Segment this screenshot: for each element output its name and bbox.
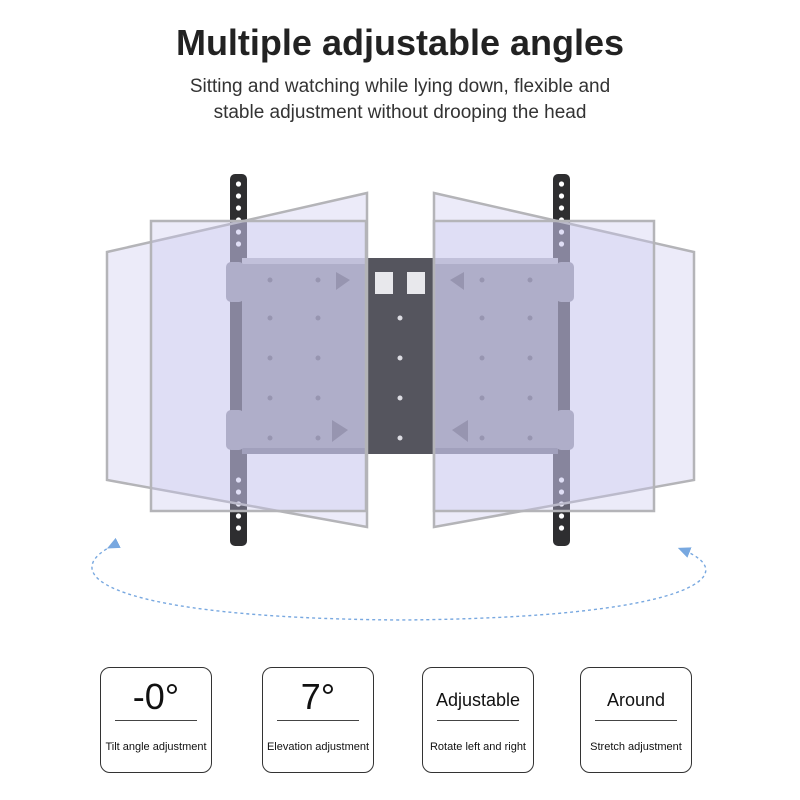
elevation-caption: Elevation adjustment — [266, 741, 370, 753]
rotate-value: Adjustable — [435, 690, 521, 710]
card-divider — [595, 720, 677, 721]
tv-mount-illustration — [91, 174, 707, 621]
feature-card-stretch: Around Stretch adjustment — [580, 667, 692, 773]
stretch-value: Around — [606, 690, 666, 710]
card-divider — [277, 720, 359, 721]
elevation-value: 7° — [300, 676, 336, 717]
tv-panel-right-flat — [432, 219, 656, 513]
tv-panel-left-flat — [149, 219, 368, 513]
tilt-value: -0° — [132, 676, 180, 717]
card-divider — [115, 720, 197, 721]
card-divider — [437, 720, 519, 721]
subtitle-line-2: stable adjustment without drooping the h… — [213, 102, 587, 123]
stretch-caption: Stretch adjustment — [590, 741, 682, 753]
mount-plate-icon — [226, 258, 574, 454]
tv-panel-left-angled — [105, 191, 369, 529]
feature-card-rotate: Adjustable Rotate left and right — [422, 667, 534, 773]
rotation-arc-icon — [91, 537, 707, 621]
tilt-caption: Tilt angle adjustment — [105, 741, 207, 753]
subtitle-line-1: Sitting and watching while lying down, f… — [189, 76, 611, 97]
page-title: Multiple adjustable angles — [175, 22, 625, 63]
rotate-caption: Rotate left and right — [429, 741, 526, 753]
page-subtitle: Sitting and watching while lying down, f… — [0, 74, 800, 126]
feature-card-elevation: 7° Elevation adjustment — [262, 667, 374, 773]
feature-card-tilt: -0° Tilt angle adjustment — [100, 667, 212, 773]
